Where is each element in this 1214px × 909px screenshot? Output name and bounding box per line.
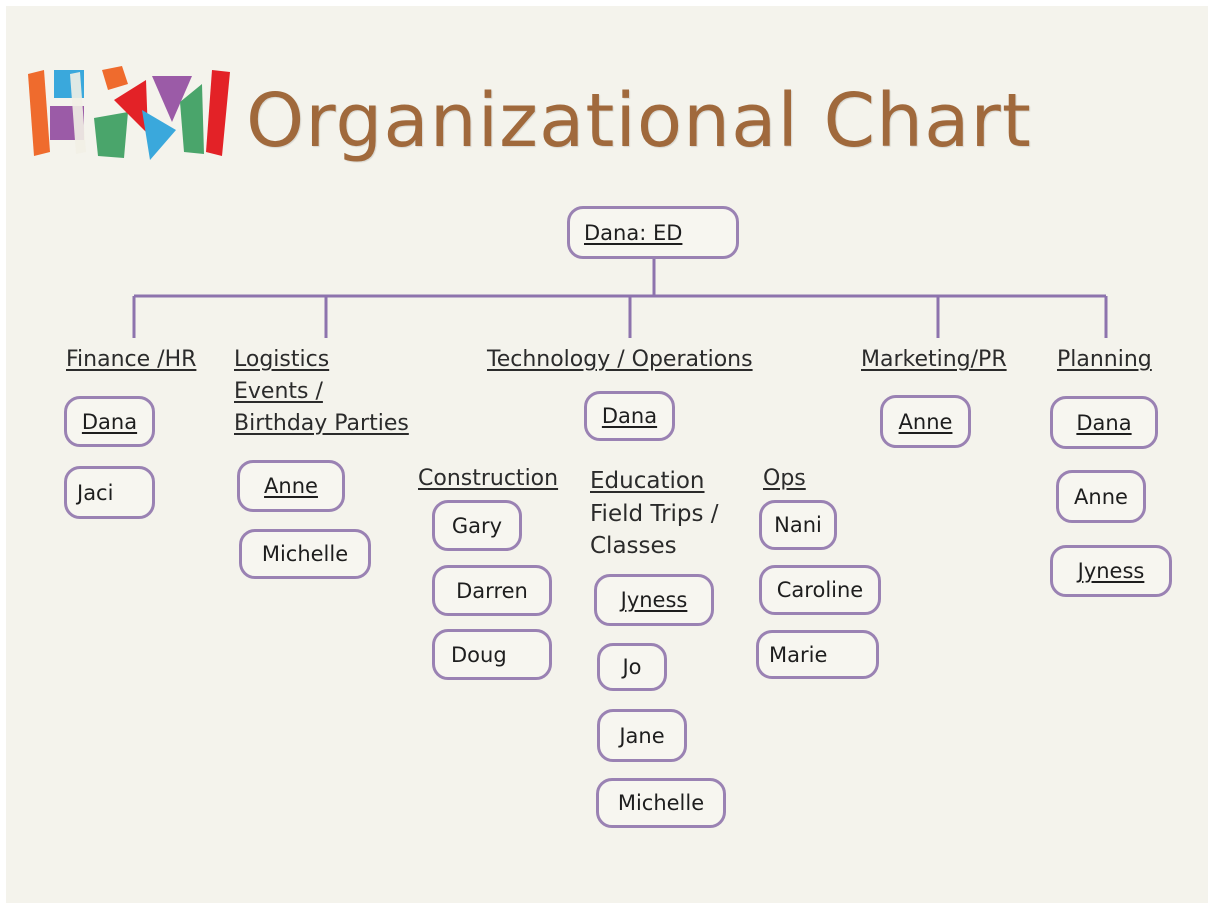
- logistics-member[interactable]: Michelle: [239, 529, 371, 579]
- dept-header-logistics-line: Birthday Parties: [234, 410, 409, 436]
- construction-member[interactable]: Doug: [432, 629, 552, 680]
- construction-member[interactable]: Darren: [432, 565, 552, 616]
- dept-header-logistics-line: Logistics: [234, 347, 330, 372]
- dept-header-planning: Planning: [1057, 347, 1152, 372]
- dept-header-logistics-line: Events /: [234, 378, 323, 404]
- ops-member[interactable]: Marie: [756, 630, 879, 679]
- dept-header-marketing: Marketing/PR: [861, 347, 1007, 372]
- dept-header-logistics: Logistics Events / Birthday Parties: [234, 344, 409, 440]
- education-member[interactable]: Michelle: [596, 778, 726, 828]
- finance-member[interactable]: Dana: [64, 396, 155, 447]
- logistics-member[interactable]: Anne: [237, 460, 345, 512]
- ops-member[interactable]: Caroline: [759, 565, 881, 615]
- marketing-member[interactable]: Anne: [880, 395, 971, 448]
- education-member[interactable]: Jyness: [594, 574, 714, 626]
- ops-member[interactable]: Nani: [759, 500, 837, 550]
- planning-member[interactable]: Anne: [1056, 470, 1146, 523]
- subgroup-header-construction: Construction: [418, 466, 559, 491]
- construction-member[interactable]: Gary: [432, 500, 522, 551]
- subgroup-header-ops: Ops: [763, 466, 806, 491]
- subgroup-header-education: Education Field Trips / Classes: [590, 465, 719, 563]
- subgroup-header-education-line: Field Trips /: [590, 500, 719, 527]
- subgroup-header-education-line: Education: [590, 468, 705, 494]
- hkm-logo: [28, 66, 230, 160]
- education-member[interactable]: Jane: [597, 709, 687, 762]
- finance-member[interactable]: Jaci: [64, 466, 155, 519]
- dept-header-technology: Technology / Operations: [487, 347, 753, 372]
- technology-lead[interactable]: Dana: [584, 391, 675, 441]
- subgroup-header-education-line: Classes: [590, 533, 677, 560]
- dept-header-finance: Finance /HR: [66, 347, 197, 372]
- education-member[interactable]: Jo: [597, 643, 667, 691]
- planning-member[interactable]: Dana: [1050, 396, 1158, 449]
- planning-member[interactable]: Jyness: [1050, 545, 1172, 597]
- root-node[interactable]: Dana: ED: [567, 206, 739, 259]
- page-title: Organizational Chart: [246, 78, 1032, 164]
